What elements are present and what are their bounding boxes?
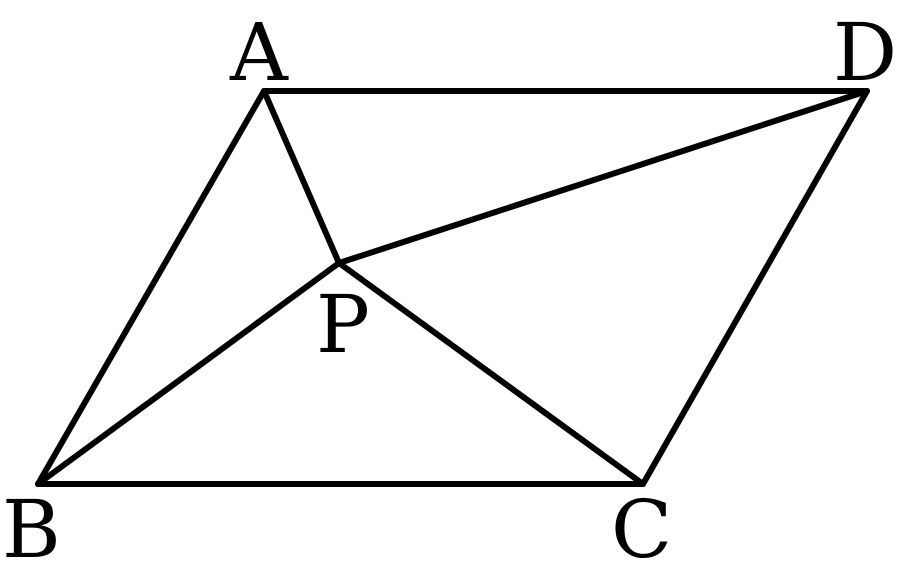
label-P: P [316,278,370,371]
segment-PC [336,260,646,487]
segment-PB [35,260,342,487]
label-D: D [833,6,897,99]
segment-DC [640,88,870,487]
segment-PD [336,88,870,266]
label-B: B [2,483,61,576]
label-A: A [229,6,289,99]
segment-BA [35,88,267,487]
segment-PA [261,88,342,266]
label-C: C [611,483,672,576]
